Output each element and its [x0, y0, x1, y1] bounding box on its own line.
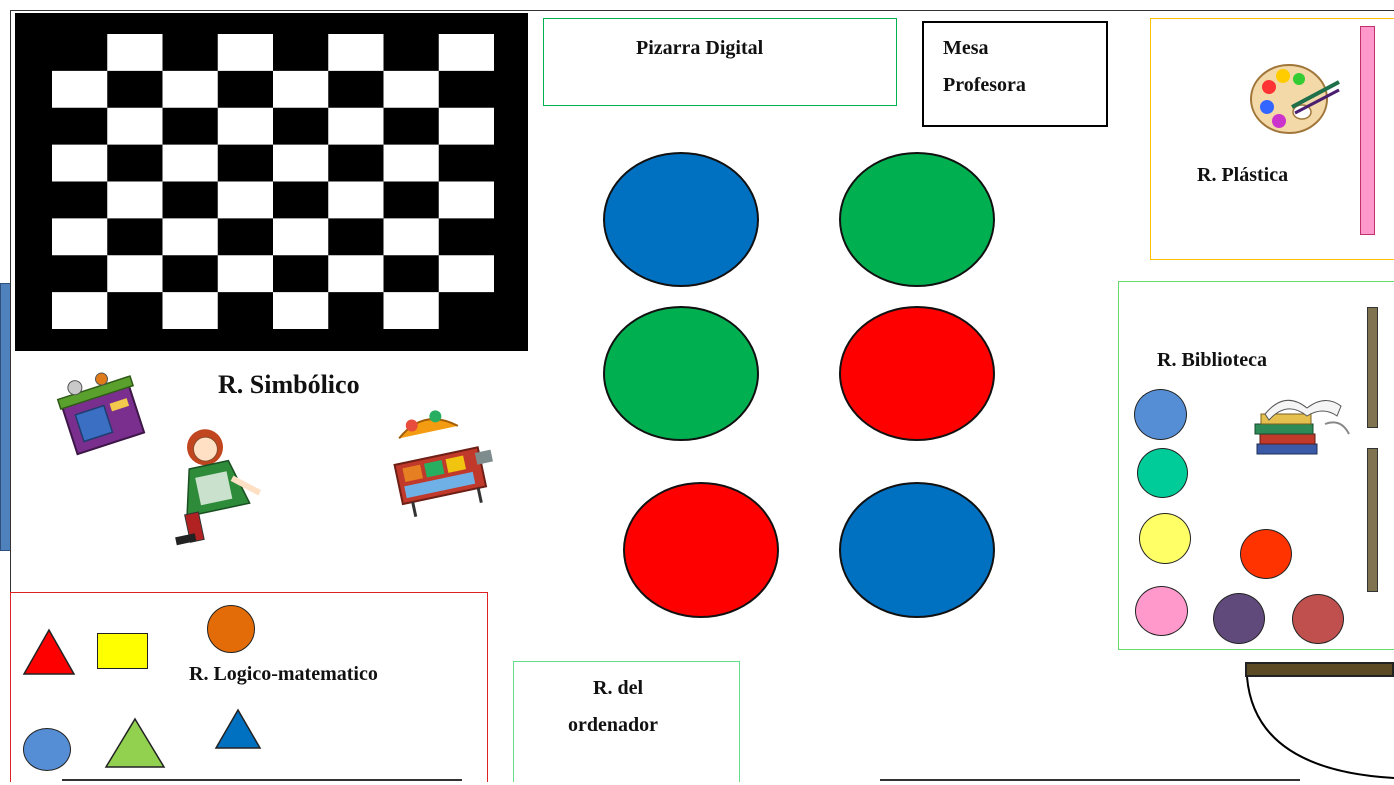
- checker-square: [52, 255, 108, 293]
- computer-corner: [513, 661, 740, 782]
- red-triangle-shape: [22, 628, 76, 675]
- art-corner-label: R. Plástica: [1197, 164, 1289, 186]
- teacher-desk-label-line1: Mesa: [943, 37, 989, 59]
- checker-square: [328, 218, 384, 256]
- checker-square: [328, 144, 384, 182]
- library-corner-label: R. Biblioteca: [1157, 349, 1267, 371]
- room-top-wall: [10, 10, 1394, 11]
- checker-square: [273, 181, 329, 219]
- logic-math-corner-label: R. Logico-matematico: [189, 663, 378, 685]
- toy-kitchen-icon: [56, 372, 146, 456]
- logic-math-corner: [10, 592, 488, 782]
- checker-square: [217, 292, 273, 329]
- computer-corner-label-line1: R. del: [593, 677, 643, 699]
- table-green-middle-left: [603, 306, 759, 441]
- checker-square: [52, 181, 108, 219]
- checker-square: [162, 255, 218, 293]
- checker-square: [383, 181, 439, 219]
- rag-doll-icon: [175, 429, 262, 546]
- checker-square: [383, 255, 439, 293]
- checker-square: [217, 144, 273, 182]
- checker-square: [107, 70, 163, 108]
- computer-corner-label-line2: ordenador: [568, 714, 658, 736]
- blue-circle-shape: [23, 728, 71, 771]
- table-red-bottom-left: [623, 482, 779, 618]
- toy-market-stall-icon: [393, 410, 493, 517]
- checker-square: [162, 107, 218, 145]
- checker-square: [162, 181, 218, 219]
- checker-square: [438, 144, 494, 182]
- checker-square: [328, 70, 384, 108]
- checker-square: [273, 34, 329, 71]
- orange-circle-shape: [207, 605, 255, 653]
- room-bottom-line-right: [880, 779, 1300, 781]
- library-cushion-yellow: [1139, 513, 1191, 564]
- blue-triangle-shape: [214, 708, 262, 749]
- checker-square: [438, 70, 494, 108]
- library-cushion-purple: [1213, 593, 1265, 644]
- lime-triangle-shape: [104, 717, 166, 768]
- bookshelf-upper: [1367, 307, 1378, 428]
- library-cushion-brown-red: [1292, 594, 1344, 644]
- checker-square: [273, 107, 329, 145]
- table-blue-top-left: [603, 152, 759, 287]
- digital-whiteboard-label: Pizarra Digital: [636, 37, 764, 59]
- checker-square: [107, 292, 163, 329]
- checker-square: [107, 218, 163, 256]
- checker-square: [162, 34, 218, 71]
- teacher-desk-label-line2: Profesora: [943, 74, 1026, 96]
- checker-square: [438, 292, 494, 329]
- library-corner: [1118, 281, 1394, 650]
- bookshelf-lower: [1367, 448, 1378, 592]
- checkerboard-carpet: [15, 13, 528, 351]
- checker-square: [107, 144, 163, 182]
- art-corner: [1150, 18, 1394, 260]
- teacher-desk: [922, 21, 1108, 127]
- checker-square: [438, 218, 494, 256]
- door-swing-arc: [1246, 676, 1394, 779]
- table-red-middle-right: [839, 306, 995, 441]
- library-cushion-teal: [1137, 448, 1188, 498]
- checker-square: [383, 107, 439, 145]
- library-cushion-orange-red: [1240, 529, 1292, 579]
- checker-square: [273, 255, 329, 293]
- symbolic-corner-label: R. Simbólico: [218, 370, 360, 399]
- library-cushion-pink: [1135, 586, 1188, 636]
- room-bottom-line-left: [62, 779, 462, 781]
- checker-square: [52, 34, 108, 71]
- table-green-top-right: [839, 152, 995, 287]
- checker-square: [52, 107, 108, 145]
- table-blue-bottom-right: [839, 482, 995, 618]
- library-cushion-light-blue: [1134, 389, 1187, 440]
- checker-square: [328, 292, 384, 329]
- books-icon: [1254, 399, 1350, 455]
- room-left-wall: [10, 10, 11, 782]
- checker-square: [217, 218, 273, 256]
- checker-square: [217, 70, 273, 108]
- checker-square: [383, 34, 439, 71]
- digital-whiteboard: [543, 18, 897, 106]
- checkerboard-grid: [52, 34, 494, 329]
- paint-palette-icon: [1250, 64, 1340, 134]
- door-frame: [1245, 662, 1394, 677]
- yellow-rectangle-shape: [97, 633, 148, 669]
- easel: [1360, 26, 1375, 235]
